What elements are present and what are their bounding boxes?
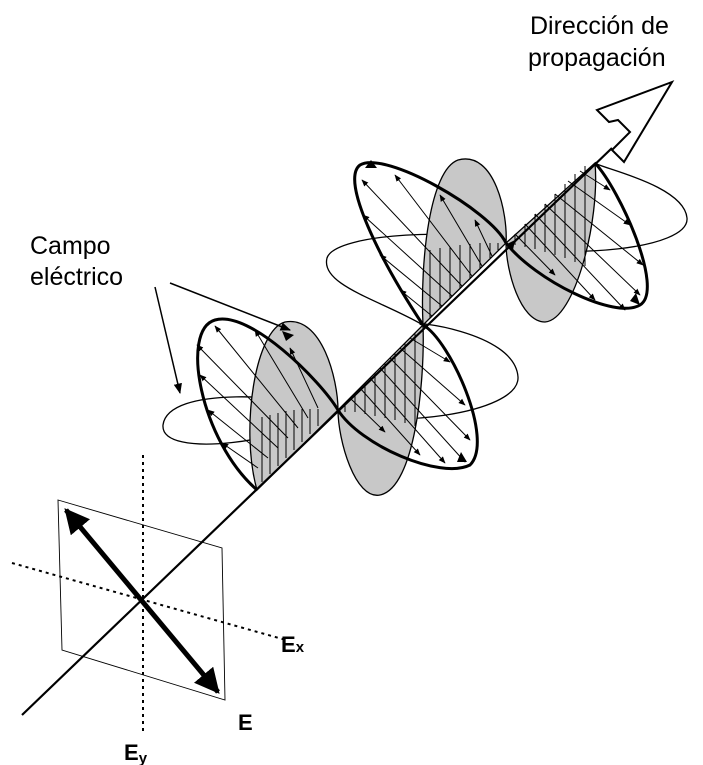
shaded-lobe-1 [249, 321, 339, 492]
ex-axis [11, 562, 287, 641]
resultant-loop-1 [196, 317, 340, 492]
e-label: E [238, 710, 253, 735]
resultant-loop-4 [504, 161, 649, 310]
shaded-lobe-4 [505, 161, 597, 323]
direction-label-line2: propagación [528, 44, 666, 72]
propagation-arrow-icon [595, 80, 675, 164]
field-label-line1: Campo [30, 232, 111, 260]
label-pointer-arrows [154, 282, 291, 395]
e-vector-arrow [64, 508, 220, 694]
field-arrows [196, 170, 644, 469]
ey-label: Ey [124, 740, 148, 765]
resultant-loop-3 [353, 161, 508, 326]
field-label-line2: eléctrico [30, 263, 123, 291]
shaded-lobes [249, 158, 597, 496]
resultant-field-loops [196, 161, 649, 492]
ex-label: Ex [281, 632, 305, 657]
direction-label-line1: Dirección de [530, 12, 669, 40]
shaded-lobe-2 [337, 323, 424, 496]
